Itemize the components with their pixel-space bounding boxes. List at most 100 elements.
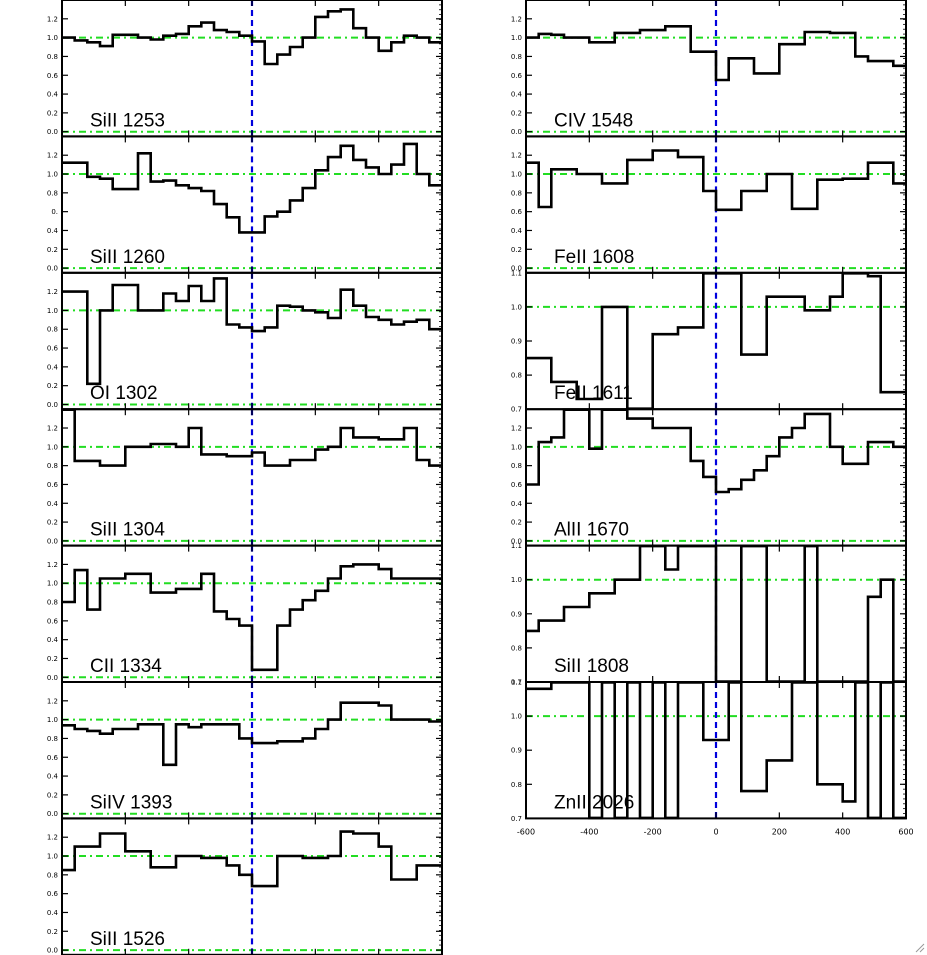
y-tick-label: 0.4 [511, 91, 523, 99]
flux-step-series [62, 142, 442, 234]
flux-step-series [526, 408, 906, 494]
y-tick-label: 0.4 [47, 773, 59, 781]
y-tick-label: 1.0 [511, 171, 522, 179]
y-tick-label: 1.0 [511, 303, 522, 311]
y-tick-label: 0.6 [511, 481, 523, 489]
y-tick-label: 0.2 [47, 382, 58, 390]
y-tick-label: 0.4 [47, 227, 59, 235]
y-tick-label: 0.7 [511, 815, 522, 823]
y-tick-label: 1.2 [47, 152, 58, 160]
y-tick-label: 1.0 [511, 443, 522, 451]
y-tick-label: 1.2 [47, 15, 58, 23]
y-tick-label: 1.0 [47, 171, 58, 179]
y-tick-label: 1.0 [47, 443, 58, 451]
y-tick-label: 1.0 [47, 307, 58, 315]
y-tick-label: 0.8 [511, 781, 522, 789]
y-tick-label: 0.0 [47, 947, 58, 955]
y-tick-label: 1.1 [511, 269, 522, 277]
y-tick-label: 0.0 [47, 674, 58, 682]
y-tick-label: 0.0 [47, 128, 58, 136]
y-tick-label: 0. [51, 208, 58, 216]
transition-label: SiII 1526 [90, 929, 165, 950]
transition-label: FeII 1611 [554, 383, 633, 404]
y-tick-label: 0.8 [47, 599, 58, 607]
x-tick-label: -200 [644, 827, 662, 836]
y-tick-label: 0.4 [47, 91, 59, 99]
y-tick-label: 0.0 [511, 128, 522, 136]
y-tick-label: 1.1 [511, 679, 522, 687]
y-tick-label: 1.2 [511, 15, 522, 23]
y-tick-label: 0.6 [47, 754, 59, 762]
resize-grip-icon[interactable] [913, 941, 925, 953]
transition-label: SiIV 1393 [90, 792, 172, 813]
y-tick-label: 0.2 [47, 928, 58, 936]
y-tick-label: 0.8 [511, 189, 522, 197]
y-tick-label: 1.2 [47, 561, 58, 569]
transition-label: SiII 1260 [90, 247, 165, 268]
y-tick-label: 0.6 [47, 72, 59, 80]
y-tick-label: 0.8 [511, 53, 522, 61]
transition-label: CIV 1548 [554, 110, 633, 131]
y-tick-label: 0.0 [47, 810, 58, 818]
y-tick-label: 0.9 [511, 747, 522, 755]
y-tick-label: 0.8 [511, 644, 522, 652]
flux-step-series [62, 701, 442, 767]
y-tick-label: 0.8 [47, 189, 58, 197]
transition-label: FeII 1608 [554, 247, 634, 268]
y-tick-label: 0.4 [47, 500, 59, 508]
y-tick-label: 1.1 [511, 542, 522, 550]
y-tick-label: 0.2 [47, 246, 58, 254]
y-tick-label: 1.2 [47, 425, 58, 433]
flux-step-series [62, 277, 442, 386]
y-tick-label: 1.0 [511, 713, 522, 721]
x-tick-label: 200 [772, 827, 787, 836]
y-tick-label: 0.2 [47, 791, 58, 799]
transition-label: OI 1302 [90, 383, 158, 404]
y-tick-label: 0.6 [511, 72, 523, 80]
y-tick-label: 1.2 [47, 697, 58, 705]
flux-step-series [62, 563, 442, 672]
y-tick-label: 0.6 [47, 617, 59, 625]
flux-step-series [526, 681, 906, 820]
y-tick-label: 0.6 [511, 208, 523, 216]
y-tick-label: 0.2 [47, 109, 58, 117]
flux-step-series [526, 149, 906, 212]
y-tick-label: 0.4 [47, 909, 59, 917]
y-tick-label: 0.2 [47, 519, 58, 527]
y-tick-label: 0.8 [47, 871, 58, 879]
y-tick-label: 0.2 [511, 246, 522, 254]
y-tick-label: 1.2 [511, 425, 522, 433]
y-tick-label: 0.0 [47, 537, 58, 545]
y-tick-label: 0.2 [47, 655, 58, 663]
y-tick-label: 0.0 [47, 401, 58, 409]
transition-label: SiII 1253 [90, 110, 165, 131]
y-tick-label: 1.0 [47, 580, 58, 588]
y-tick-label: 0.4 [511, 500, 523, 508]
x-tick-label: 600 [898, 827, 913, 836]
x-tick-label: -400 [580, 827, 598, 836]
y-tick-label: 0.9 [511, 338, 522, 346]
flux-step-series [62, 8, 442, 66]
y-tick-label: 1.0 [47, 716, 58, 724]
y-tick-label: 0.8 [47, 53, 58, 61]
y-tick-label: 1.2 [511, 152, 522, 160]
y-tick-label: 1.0 [511, 34, 522, 42]
transition-label: SiII 1808 [554, 656, 629, 677]
x-tick-label: 400 [835, 827, 850, 836]
y-tick-label: 0.8 [47, 326, 58, 334]
y-tick-label: 1.0 [511, 576, 522, 584]
y-tick-label: 0.8 [47, 462, 58, 470]
y-tick-label: 0.4 [511, 227, 523, 235]
y-tick-label: 0.0 [47, 265, 58, 273]
y-tick-label: 0.7 [511, 406, 522, 414]
